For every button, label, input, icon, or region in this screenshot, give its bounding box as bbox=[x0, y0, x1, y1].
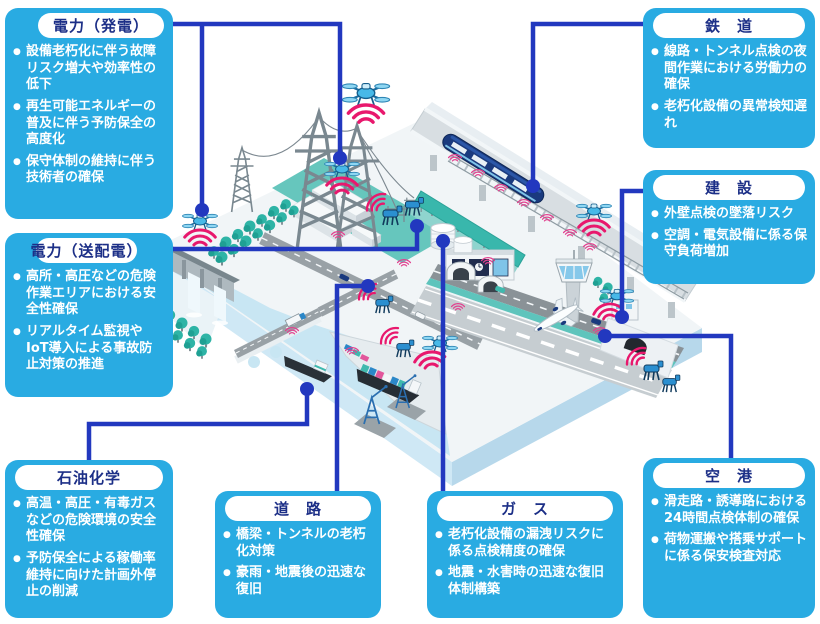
bullet-icon: ● bbox=[13, 272, 21, 282]
panel-title: 電力（発電） bbox=[52, 17, 149, 35]
connector-dots bbox=[195, 151, 629, 396]
vehicles bbox=[284, 273, 602, 328]
panel-gas: ガ ス ● 老朽化設備の漏洩リスクに係る点検精度の確保 ● 地震・水害時の迅速な復旧… bbox=[427, 491, 623, 618]
bullet-icon: ● bbox=[651, 535, 659, 546]
panel-title: ガ ス bbox=[500, 500, 549, 518]
bridge-icon bbox=[233, 307, 323, 368]
bullet-text: 荷物運搬や搭乗サポートに係る保安検査対応 bbox=[664, 532, 808, 564]
car-icon bbox=[495, 286, 506, 293]
bullet-text: 豪雨・地震後の迅速な復旧 bbox=[236, 565, 367, 597]
list-item: ● 老朽化設備の漏洩リスクに係る点検精度の確保 bbox=[435, 527, 615, 560]
bullet-icon: ● bbox=[435, 568, 443, 579]
panel-title-pill: 電力（送配電） bbox=[31, 238, 142, 263]
list-item: ● リアルタイム監視やIoT導入による事故防止対策の推進 bbox=[13, 324, 165, 374]
panel-title: 空 港 bbox=[704, 467, 753, 485]
car-icon bbox=[339, 273, 350, 282]
list-item: ● 予防保全による稼働率維持に向けた計画外停止の削減 bbox=[13, 551, 165, 601]
list-item: ● 外壁点検の墜落リスク bbox=[651, 206, 807, 223]
bullet-text: 予防保全による稼働率維持に向けた計画外停止の削減 bbox=[26, 550, 157, 600]
panel-title: 建 設 bbox=[704, 179, 753, 197]
panel-power-generation: 電力（発電） ● 設備老朽化に伴う故障リスク増大や効率性の低下 ● 再生可能エネルギ… bbox=[5, 8, 173, 219]
panel-title: 鉄 道 bbox=[704, 17, 753, 35]
list-item: ● 豪雨・地震後の迅速な復旧 bbox=[223, 565, 373, 598]
panel-railway: 鉄 道 ● 線路・トンネル点検の夜間作業における労働力の確保 ● 老朽化設備の異常検… bbox=[643, 8, 815, 148]
bullet-icon: ● bbox=[13, 47, 21, 57]
bullet-icon: ● bbox=[651, 230, 659, 241]
list-item: ● 設備老朽化に伴う故障リスク増大や効率性の低下 bbox=[13, 44, 165, 94]
list-item: ● 地震・水害時の迅速な復旧体制構築 bbox=[435, 565, 615, 598]
panel-title-pill: ガ ス bbox=[437, 496, 613, 521]
panel-power-transmission: 電力（送配電） ● 高所・高圧などの危険作業エリアにおける安全性確保 ● リアルタイ… bbox=[5, 233, 173, 397]
bullet-icon: ● bbox=[223, 568, 231, 579]
panel-title-pill: 道 路 bbox=[225, 496, 371, 521]
bullet-icon: ● bbox=[651, 209, 659, 219]
bullet-icon: ● bbox=[13, 326, 21, 337]
panel-title: 石油化学 bbox=[56, 469, 121, 487]
panel-construction: 建 設 ● 外壁点検の墜落リスク ● 空調・電気設備に係る保守負荷増加 bbox=[643, 170, 815, 284]
panel-road: 道 路 ● 橋梁・トンネルの老朽化対策 ● 豪雨・地震後の迅速な復旧 bbox=[215, 491, 381, 618]
bullet-text: 設備老朽化に伴う故障リスク増大や効率性の低下 bbox=[26, 44, 157, 93]
panel-title-pill: 石油化学 bbox=[15, 465, 163, 490]
list-item: ● 荷物運搬や搭乗サポートに係る保安検査対応 bbox=[651, 532, 807, 565]
bullet-icon: ● bbox=[435, 530, 443, 540]
bullet-text: 高温・高圧・有毒ガスなどの危険環境の安全性確保 bbox=[26, 496, 157, 545]
panel-title: 道 路 bbox=[273, 500, 322, 518]
list-item: ● 老朽化設備の異常検知遅れ bbox=[651, 99, 807, 132]
car-icon bbox=[414, 311, 426, 320]
bullet-icon: ● bbox=[651, 47, 659, 57]
warehouse bbox=[446, 261, 504, 293]
bullet-icon: ● bbox=[13, 101, 21, 112]
bullet-text: リアルタイム監視やIoT導入による事故防止対策の推進 bbox=[26, 323, 153, 373]
truck-icon bbox=[284, 312, 306, 328]
list-item: ● 高所・高圧などの危険作業エリアにおける安全性確保 bbox=[13, 269, 165, 319]
ship-icon bbox=[284, 355, 332, 383]
train-icon bbox=[442, 133, 545, 204]
panel-airport: 空 港 ● 滑走路・誘導路における24時間点検体制の確保 ● 荷物運搬や搭乗サポート… bbox=[643, 458, 815, 618]
car-icon bbox=[591, 318, 602, 325]
bullet-text: 保守体制の維持に伴う技術者の確保 bbox=[26, 153, 157, 186]
bullet-text: 空調・電気設備に係る保守負荷増加 bbox=[664, 227, 808, 260]
bullet-text: 橋梁・トンネルの老朽化対策 bbox=[236, 527, 366, 559]
bullet-icon: ● bbox=[13, 499, 21, 509]
panel-petrochemical: 石油化学 ● 高温・高圧・有毒ガスなどの危険環境の安全性確保 ● 予防保全による稼働… bbox=[5, 460, 173, 618]
list-item: ● 線路・トンネル点検の夜間作業における労働力の確保 bbox=[651, 44, 807, 94]
container-ship-icon bbox=[356, 363, 422, 404]
list-item: ● 滑走路・誘導路における24時間点検体制の確保 bbox=[651, 494, 807, 527]
panel-title-pill: 空 港 bbox=[653, 463, 805, 488]
bullet-text: 滑走路・誘導路における24時間点検体制の確保 bbox=[664, 494, 808, 526]
bullet-icon: ● bbox=[223, 530, 231, 540]
harbor-water bbox=[152, 251, 450, 456]
bullet-text: 高所・高圧などの危険作業エリアにおける安全性確保 bbox=[26, 269, 157, 318]
panel-title: 電力（送配電） bbox=[30, 242, 143, 260]
list-item: ● 橋梁・トンネルの老朽化対策 bbox=[223, 527, 373, 560]
station-platform bbox=[413, 190, 526, 268]
bullet-icon: ● bbox=[651, 101, 659, 112]
bullet-icon: ● bbox=[13, 553, 21, 564]
list-item: ● 保守体制の維持に伴う技術者の確保 bbox=[13, 154, 165, 187]
bullet-text: 線路・トンネル点検の夜間作業における労働力の確保 bbox=[664, 44, 808, 93]
list-item: ● 空調・電気設備に係る保守負荷増加 bbox=[651, 228, 807, 261]
bullet-icon: ● bbox=[651, 497, 659, 507]
bullet-text: 再生可能エネルギーの普及に伴う予防保全の高度化 bbox=[26, 98, 157, 148]
bullet-icon: ● bbox=[13, 156, 21, 167]
panel-title-pill: 電力（発電） bbox=[38, 13, 164, 38]
panel-title-pill: 建 設 bbox=[653, 175, 805, 200]
bullet-text: 地震・水害時の迅速な復旧体制構築 bbox=[448, 565, 605, 597]
bullet-text: 老朽化設備の漏洩リスクに係る点検精度の確保 bbox=[448, 527, 605, 559]
airplane-icon bbox=[533, 297, 584, 332]
panel-title-pill: 鉄 道 bbox=[653, 13, 805, 38]
list-item: ● 再生可能エネルギーの普及に伴う予防保全の高度化 bbox=[13, 99, 165, 149]
bullet-text: 外壁点検の墜落リスク bbox=[664, 206, 795, 221]
bullet-text: 老朽化設備の異常検知遅れ bbox=[664, 98, 808, 131]
list-item: ● 高温・高圧・有毒ガスなどの危険環境の安全性確保 bbox=[13, 496, 165, 546]
